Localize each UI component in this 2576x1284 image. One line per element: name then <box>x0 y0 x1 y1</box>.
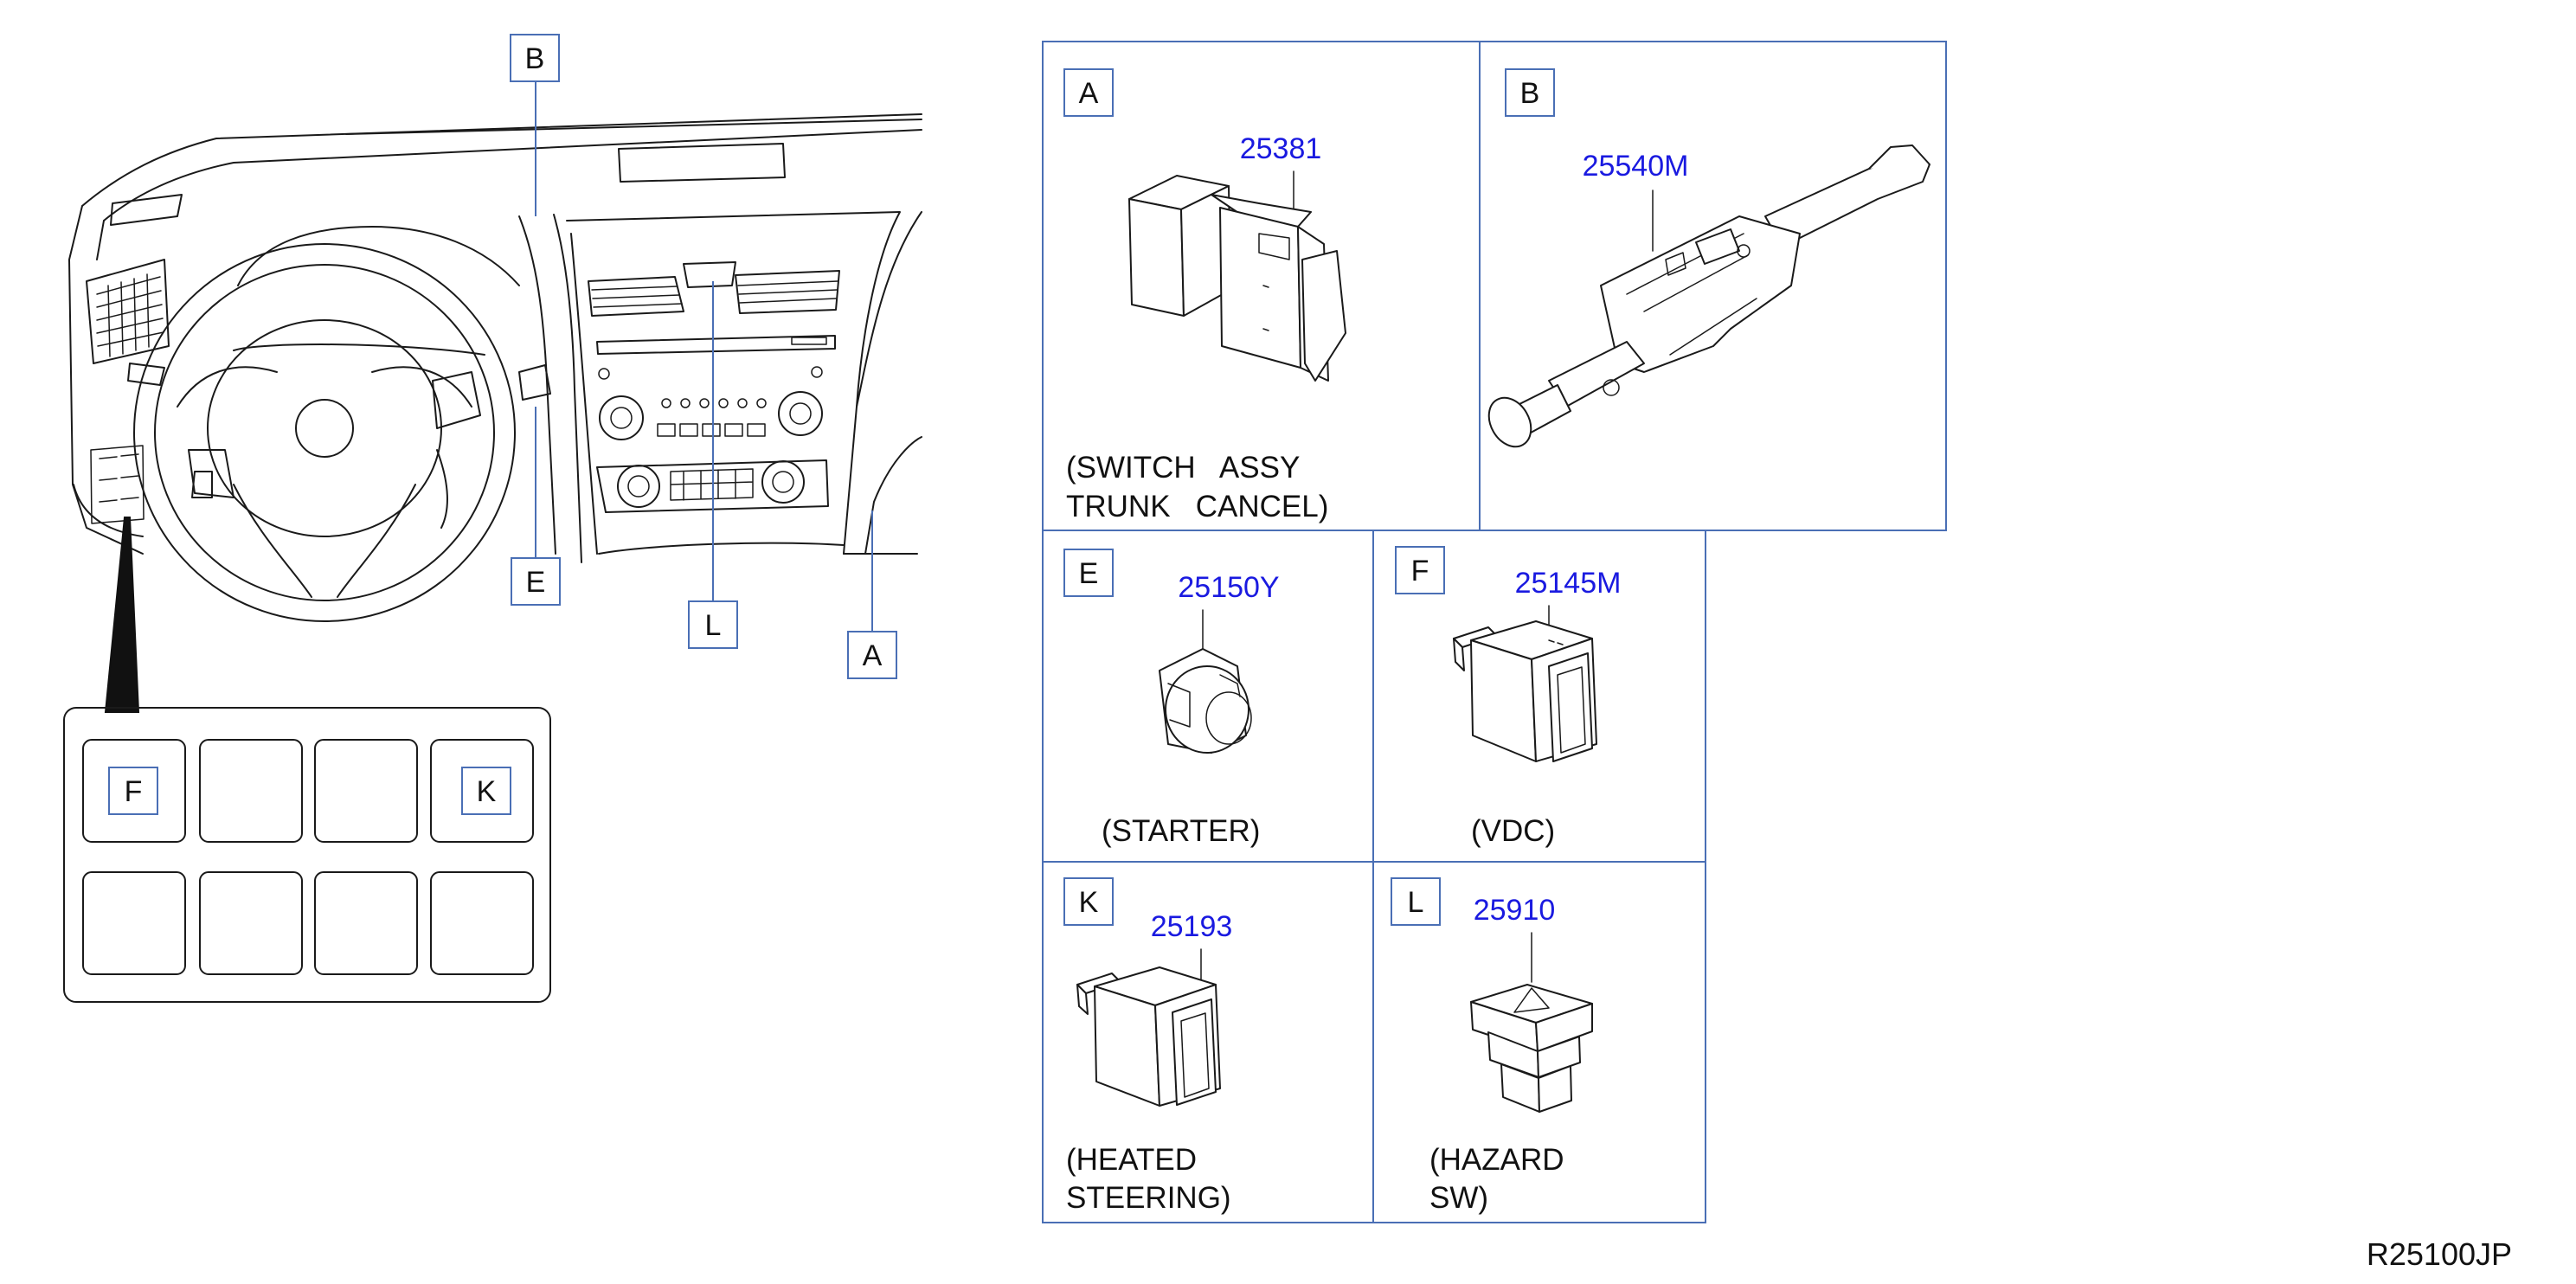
panel-a-caption-2: TRUNK CANCEL) <box>1066 490 1328 523</box>
panel-b-part-number: 25540M <box>1583 150 1689 183</box>
panel-k: K 25193 (HEATED STEERING) <box>1063 877 1233 1215</box>
callout-e: E <box>526 566 546 599</box>
panel-f-caption: (VDC) <box>1471 814 1555 848</box>
panel-e-part-number: 25150Y <box>1178 571 1279 604</box>
switch-panel-inset: F K <box>63 707 551 1003</box>
dashboard-illustration <box>68 113 922 713</box>
panel-k-part-number: 25193 <box>1151 910 1233 943</box>
panel-l-caption-2: SW) <box>1429 1181 1488 1215</box>
hazard-switch-drawing <box>1470 984 1593 1113</box>
callout-l: L <box>705 609 722 642</box>
heated-steering-switch-drawing <box>1076 966 1221 1107</box>
panel-e-caption: (STARTER) <box>1102 814 1260 848</box>
panel-l: L 25910 (HAZARD SW) <box>1391 877 1593 1215</box>
reference-code: R25100JP <box>2367 1236 2512 1272</box>
combination-switch-drawing <box>1487 144 1930 448</box>
panel-f: F 25145M (VDC) <box>1395 546 1622 848</box>
parts-grid <box>1042 41 1947 1223</box>
panel-a-part-number: 25381 <box>1240 132 1322 165</box>
panel-e-letter: E <box>1079 557 1099 590</box>
starter-switch-drawing <box>1159 648 1252 754</box>
panel-k-letter: K <box>1079 886 1099 919</box>
trunk-cancel-switch-drawing <box>1128 175 1346 382</box>
panel-label-k: K <box>477 775 497 808</box>
panel-b: B 25540M <box>1487 68 1930 448</box>
panel-l-part-number: 25910 <box>1474 894 1556 927</box>
panel-e: E 25150Y (STARTER) <box>1063 549 1280 848</box>
panel-slot-7 <box>314 871 418 975</box>
panel-a: A 25381 (SWITCH ASSY TRUNK CANCEL) <box>1063 68 1346 523</box>
panel-k-caption-1: (HEATED <box>1066 1143 1197 1177</box>
panel-label-f: F <box>125 775 143 808</box>
panel-a-letter: A <box>1079 77 1099 110</box>
panel-a-caption-1: (SWITCH ASSY <box>1066 451 1300 485</box>
panel-slot-8 <box>430 871 534 975</box>
panel-slot-3 <box>314 739 418 843</box>
panel-l-caption-1: (HAZARD <box>1429 1143 1564 1177</box>
pointer-wedge <box>104 517 140 713</box>
callout-b: B <box>525 42 545 75</box>
panel-f-letter: F <box>1411 555 1429 587</box>
callout-a: A <box>863 639 883 672</box>
panel-k-caption-2: STEERING) <box>1066 1181 1231 1215</box>
dashboard-callouts: B E L A <box>510 34 897 679</box>
panel-slot-6 <box>199 871 303 975</box>
panel-slot-5 <box>82 871 186 975</box>
vdc-switch-drawing <box>1453 620 1597 762</box>
panel-b-letter: B <box>1520 77 1540 110</box>
panel-l-letter: L <box>1408 886 1424 919</box>
panel-slot-2 <box>199 739 303 843</box>
panel-f-part-number: 25145M <box>1515 567 1622 600</box>
